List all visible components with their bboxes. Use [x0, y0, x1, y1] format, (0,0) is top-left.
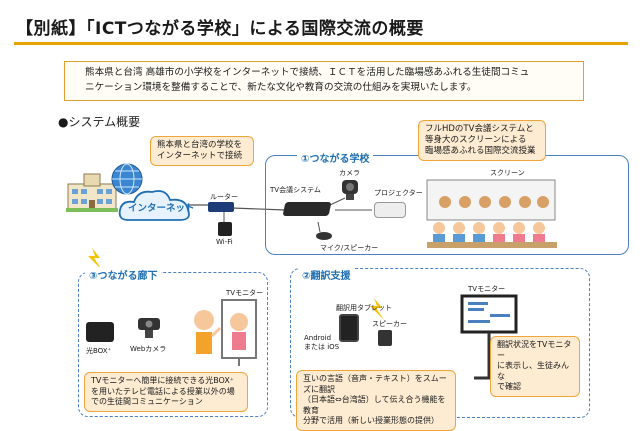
callout-translation: 互いの言語（音声・テキスト）をスムーズに翻訳 （日本語⇔台湾語）して伝え合う機能…: [296, 370, 456, 431]
wifi-label: Wi-Fi: [216, 238, 233, 246]
lightning-icon: [370, 298, 384, 320]
speaker-icon: [378, 330, 392, 346]
router-label: ルーター: [210, 193, 238, 201]
tv-conf-system-icon: [282, 202, 332, 216]
router-icon: [208, 202, 234, 212]
speaker-label: スピーカー: [372, 320, 407, 328]
callout-hallway: TVモニターへ簡単に接続できる光BOX⁺ を用いたテレビ電話による授業以外の場 …: [84, 372, 248, 412]
webcam-label: Webカメラ: [130, 345, 167, 353]
section-title-translation: ②翻訳支援: [298, 267, 355, 282]
intro-box: 熊本県と台湾 高雄市の小学校をインターネットで接続、ＩＣＴを活用した臨場感あふれ…: [64, 61, 584, 101]
callout-connect: 熊本県と台湾の学校を インターネットで接続: [150, 136, 254, 166]
tv-monitor-label-translation: TVモニター: [468, 285, 506, 293]
camera-icon: [342, 180, 358, 200]
section-panel-hallway: [78, 272, 268, 417]
hikari-box-icon: [86, 322, 114, 342]
camera-label: カメラ: [339, 169, 360, 177]
tv-monitor-stand-icon: [460, 294, 518, 380]
tablet-icon: [339, 314, 359, 342]
cloud-icon: [118, 190, 190, 221]
wifi-router-icon: [218, 222, 232, 236]
screen-label: スクリーン: [490, 169, 525, 177]
kids-videocall-illustration: [194, 299, 257, 366]
system-heading: ●システム概要: [58, 115, 141, 129]
school-building-icon: [66, 173, 118, 212]
webcam-icon: [138, 318, 160, 338]
globe-icon: [111, 163, 143, 195]
tv-monitor-label-hallway: TVモニター: [226, 289, 264, 297]
page-title: 【別紙】「ICTつながる学校」による国際交流の概要: [16, 19, 424, 39]
mic-speaker-icon: [316, 232, 332, 240]
projector-icon: [374, 202, 406, 218]
android-ios-label: Android または iOS: [304, 334, 340, 351]
lightning-icon: [88, 248, 102, 270]
classroom-screen-illustration: [426, 179, 557, 248]
section-title-hallway: ③つながる廊下: [85, 267, 162, 282]
section-title-connected-school: ①つながる学校: [297, 150, 374, 165]
tablet-label: 翻訳用タブレット: [336, 304, 392, 312]
callout-fullhd: フルHDのTV会議システムと 等身大のスクリーンによる 臨場感あふれる国際交流授…: [418, 120, 546, 161]
internet-label: インターネット: [128, 203, 195, 214]
title-underline: [14, 42, 628, 45]
mic-speaker-label: マイク/スピーカー: [320, 244, 379, 252]
tv-conf-label: TV会議システム: [270, 186, 321, 194]
projector-label: プロジェクター: [374, 189, 423, 197]
hikari-box-label: 光BOX⁺: [86, 347, 112, 355]
callout-status: 翻訳状況をTVモニター に表示し、生徒みんな で確認: [490, 336, 580, 397]
